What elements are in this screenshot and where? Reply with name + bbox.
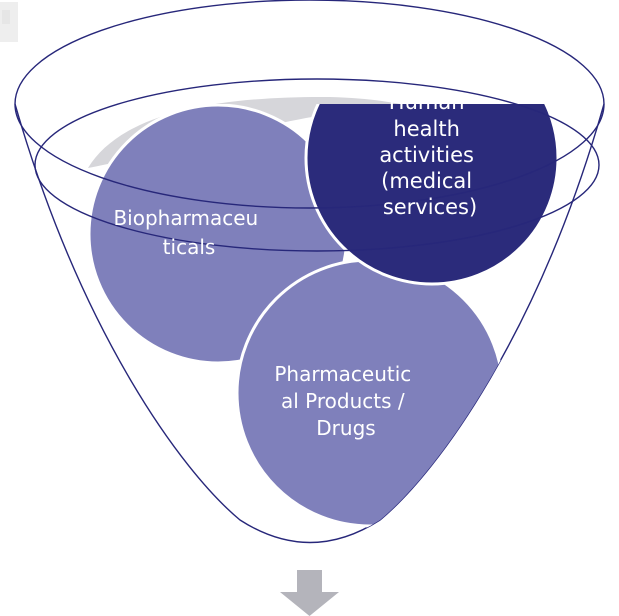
circle-human-health — [304, 104, 560, 286]
corner-smudge — [0, 2, 18, 42]
down-arrow-icon — [280, 570, 339, 616]
label-pharmaceutical-products: Pharmaceutic al Products / Drugs — [274, 362, 417, 440]
funnel-body-outline — [14, 103, 605, 544]
funnel-rim-outer — [14, 0, 605, 209]
label-human-health: Human health activities (medical service… — [379, 90, 480, 219]
funnel-rim-inner — [34, 78, 600, 252]
label-biopharmaceuticals: Biopharmaceu ticals — [113, 206, 264, 259]
